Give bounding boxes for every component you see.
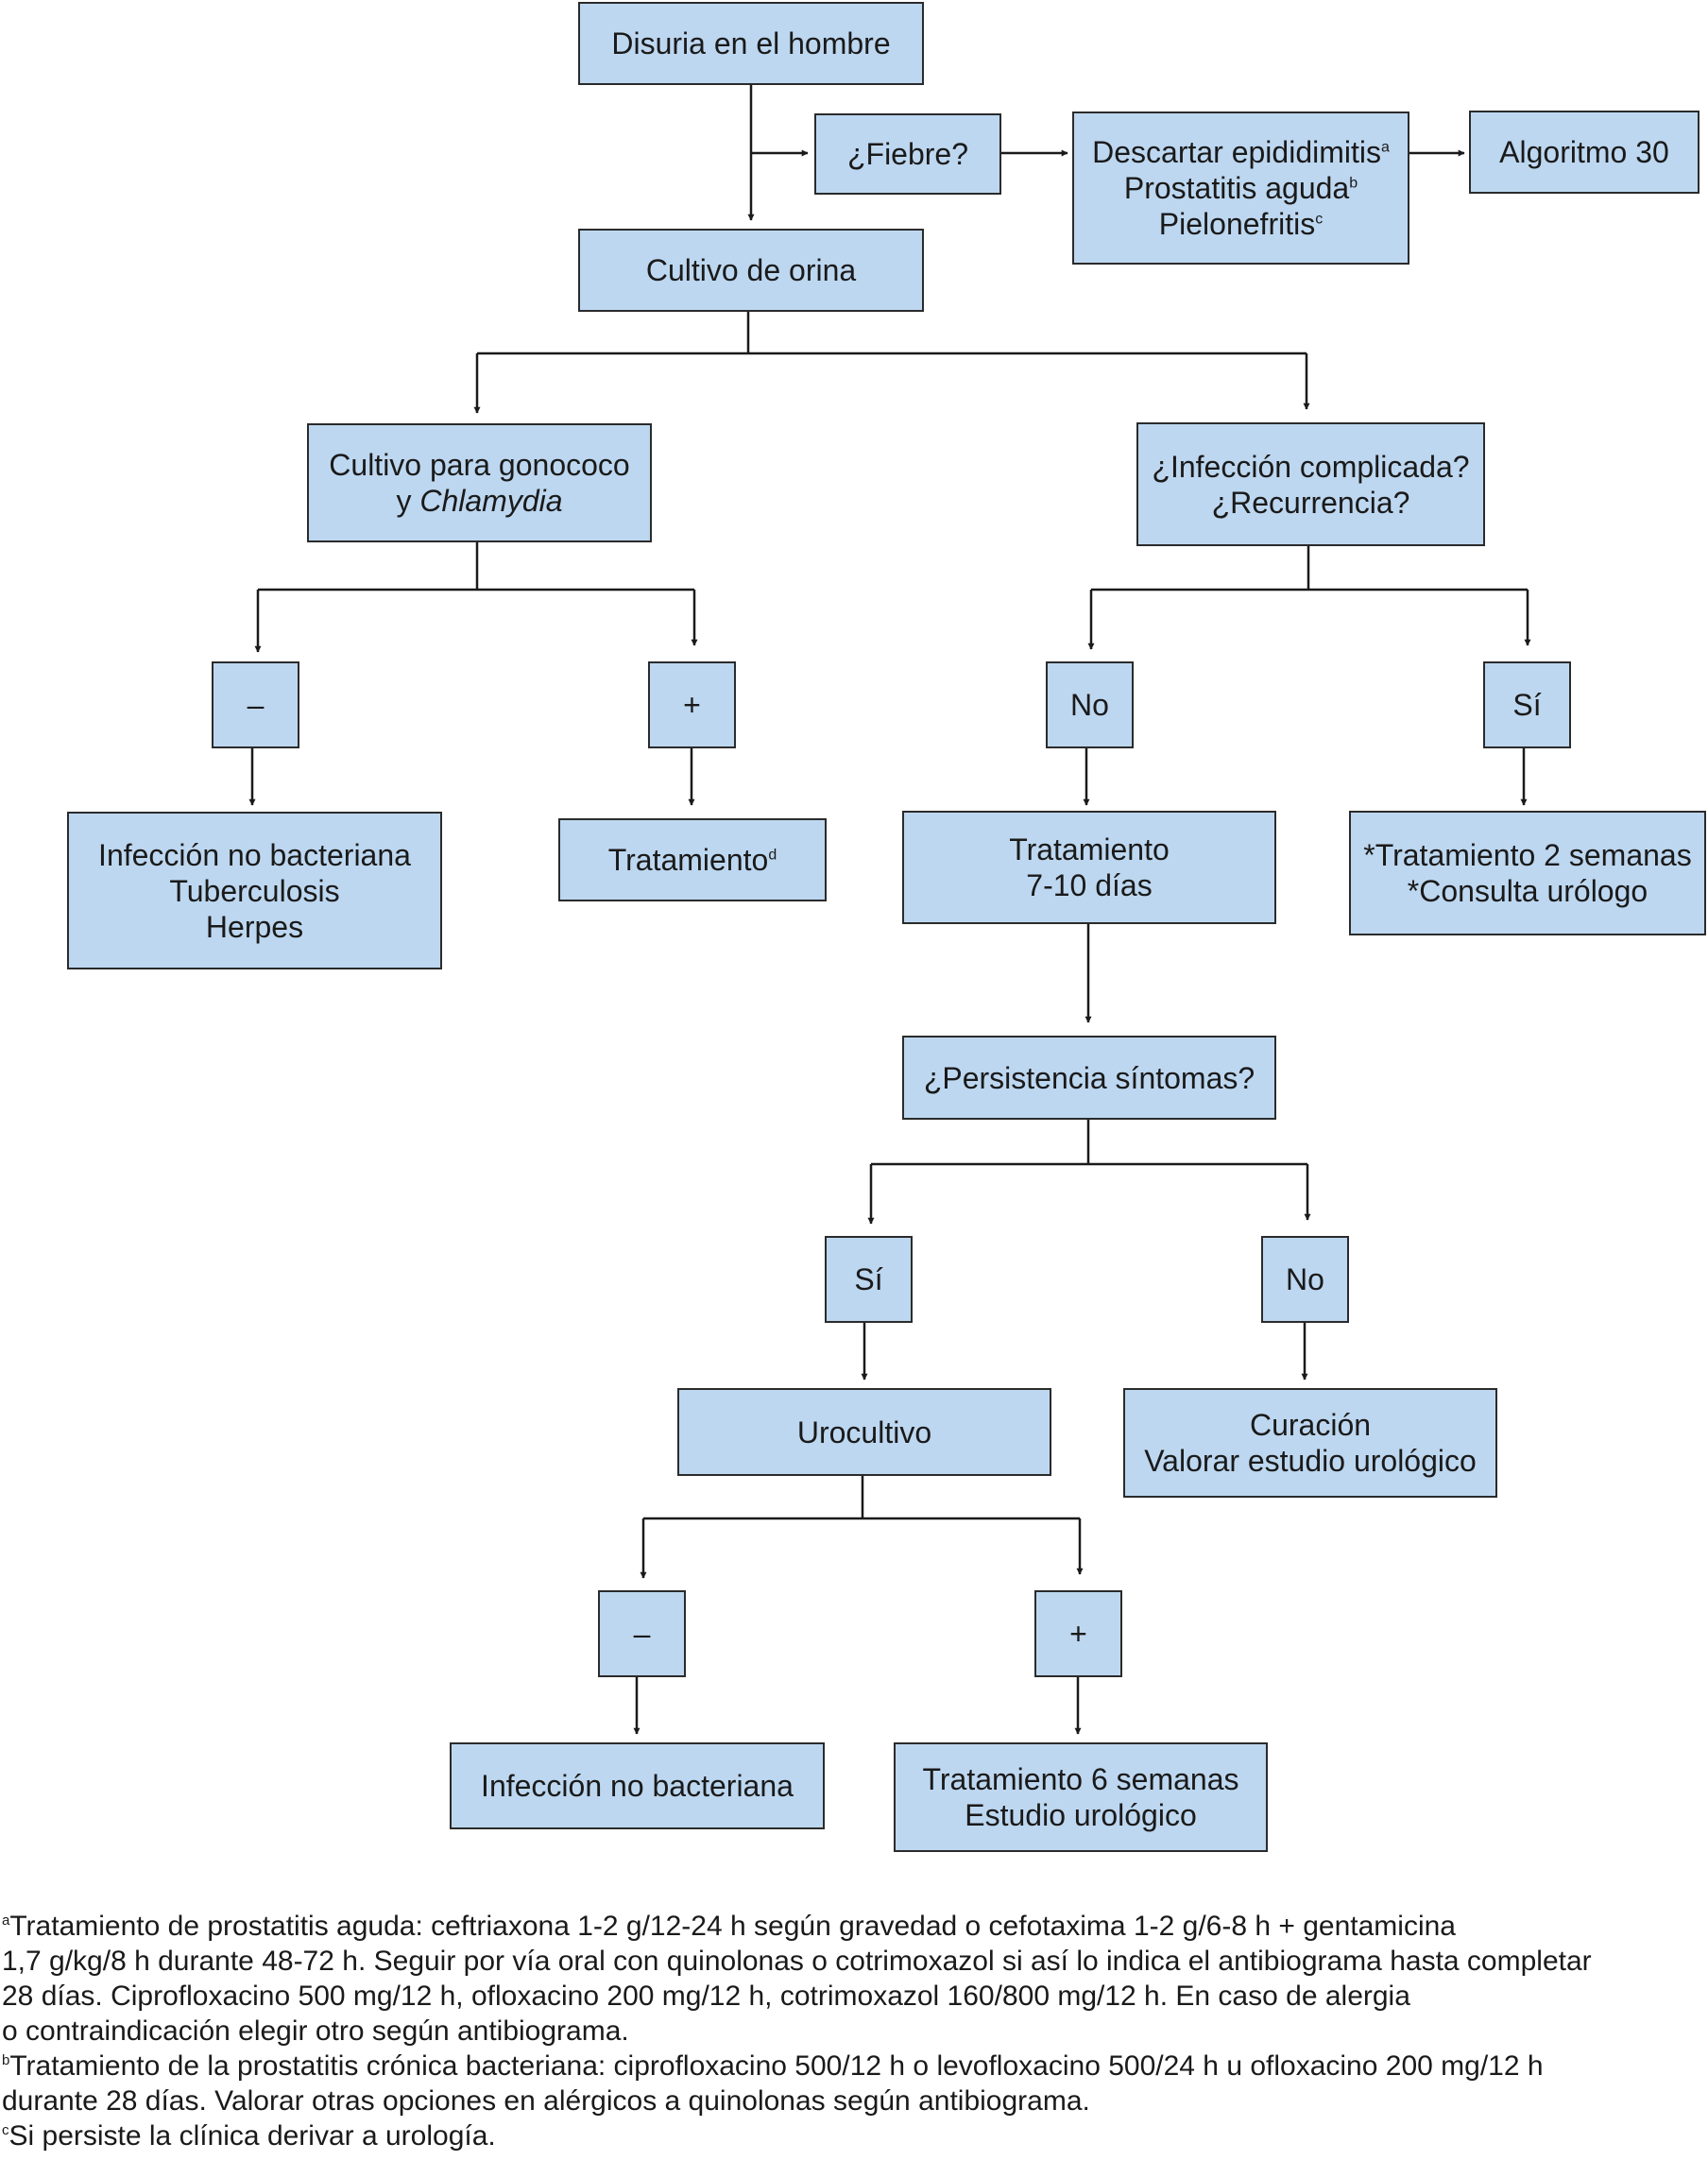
footnote-mark-b: b: [1349, 175, 1358, 192]
node-tratamiento-6-semanas: Tratamiento 6 semanas Estudio urológico: [894, 1742, 1268, 1852]
connector-lines: [248, 85, 1531, 1735]
node-label: Herpes: [205, 909, 304, 944]
node-cultivo-gonococo: Cultivo para gonococo y Chlamydia: [307, 423, 652, 542]
node-label: No: [1286, 1262, 1324, 1296]
node-label: Cultivo para gonococo: [329, 448, 630, 482]
node-label: Algoritmo 30: [1499, 135, 1669, 169]
node-label: ¿Persistencia síntomas?: [923, 1060, 1255, 1095]
footnotes: aTratamiento de prostatitis aguda: ceftr…: [2, 1909, 1693, 2153]
node-label: Tuberculosis: [169, 873, 340, 908]
node-label: Sí: [854, 1262, 883, 1296]
node-label: Tratamiento: [1009, 832, 1170, 866]
footnote-mark: c: [2, 2122, 9, 2138]
node-label: Pielonefritisc: [1158, 207, 1324, 241]
node-algoritmo-30: Algoritmo 30: [1469, 111, 1699, 194]
node-label: Disuria en el hombre: [611, 26, 891, 60]
footnote-a: aTratamiento de prostatitis aguda: ceftr…: [2, 1911, 1592, 2047]
node-si-2: Sí: [825, 1236, 913, 1323]
line-complicada-split: [1091, 546, 1528, 592]
node-label: –: [247, 688, 265, 722]
node-tratamiento-2-semanas: *Tratamiento 2 semanas *Consulta urólogo: [1349, 811, 1706, 935]
footnote-mark: a: [2, 1912, 10, 1929]
node-curacion: Curación Valorar estudio urológico: [1123, 1388, 1497, 1498]
node-label: ¿Recurrencia?: [1211, 485, 1410, 520]
node-label: Tratamiento 6 semanas: [922, 1762, 1239, 1796]
footnote-mark-d: d: [768, 847, 777, 864]
flowchart-diagram: Disuria en el hombre ¿Fiebre? Descartar …: [67, 2, 1706, 1852]
node-no-2: No: [1261, 1236, 1349, 1323]
footnote-b: bTratamiento de la prostatitis crónica b…: [2, 2050, 1544, 2117]
line-gonococo-split: [258, 542, 694, 592]
node-label: *Tratamiento 2 semanas: [1363, 838, 1692, 872]
node-label: Prostatitis agudab: [1123, 171, 1358, 205]
node-urocultivo: Urocultivo: [677, 1388, 1051, 1476]
node-tratamiento-7-10-dias: Tratamiento 7-10 días: [902, 811, 1276, 924]
node-label: Estudio urológico: [965, 1798, 1197, 1832]
node-label: Valorar estudio urológico: [1144, 1444, 1477, 1478]
node-label: 7-10 días: [1026, 868, 1153, 902]
footnote-c: cSi persiste la clínica derivar a urolog…: [2, 2120, 496, 2152]
node-persistencia-sintomas: ¿Persistencia síntomas?: [902, 1036, 1276, 1120]
node-label: Tratamientod: [607, 843, 777, 877]
footnote-mark-a: a: [1380, 139, 1390, 156]
node-label: No: [1070, 688, 1109, 722]
line-cultivo-split: [477, 312, 1307, 355]
node-infeccion-complicada: ¿Infección complicada? ¿Recurrencia?: [1136, 422, 1485, 546]
node-negativo-1: –: [212, 661, 299, 748]
node-label: *Consulta urólogo: [1407, 874, 1648, 908]
node-label: ¿Fiebre?: [846, 137, 969, 171]
node-label: Descartar epididimitisa: [1092, 135, 1390, 169]
footnote-mark-c: c: [1315, 211, 1324, 228]
node-fiebre: ¿Fiebre?: [814, 113, 1001, 195]
node-label: Curación: [1249, 1408, 1372, 1442]
node-label: ¿Infección complicada?: [1152, 449, 1470, 484]
node-positivo-1: +: [648, 661, 736, 748]
node-label: +: [683, 688, 701, 722]
node-infeccion-no-bacteriana-1: Infección no bacteriana Tuberculosis Her…: [67, 812, 442, 969]
node-label: Sí: [1512, 688, 1542, 722]
node-label: +: [1069, 1617, 1087, 1651]
node-negativo-2: –: [598, 1590, 686, 1677]
node-infeccion-no-bacteriana-2: Infección no bacteriana: [450, 1742, 825, 1829]
node-si-1: Sí: [1483, 661, 1571, 748]
node-cultivo-de-orina: Cultivo de orina: [578, 229, 924, 312]
node-label: Urocultivo: [796, 1415, 932, 1449]
node-label: Infección no bacteriana: [481, 1769, 794, 1803]
line-urocultivo-split: [643, 1476, 1080, 1520]
node-descartar: Descartar epididimitisa Prostatitis agud…: [1072, 111, 1409, 265]
node-disuria-en-el-hombre: Disuria en el hombre: [578, 2, 924, 85]
node-tratamiento-d: Tratamientod: [558, 818, 827, 901]
footnote-mark: b: [2, 2052, 10, 2068]
node-positivo-2: +: [1034, 1590, 1122, 1677]
node-no-1: No: [1046, 661, 1134, 748]
node-label: Infección no bacteriana: [98, 837, 411, 872]
node-label: Cultivo de orina: [645, 253, 857, 287]
node-label: –: [633, 1617, 651, 1651]
line-persistencia-split: [871, 1120, 1307, 1166]
node-label: y Chlamydia: [396, 484, 563, 518]
